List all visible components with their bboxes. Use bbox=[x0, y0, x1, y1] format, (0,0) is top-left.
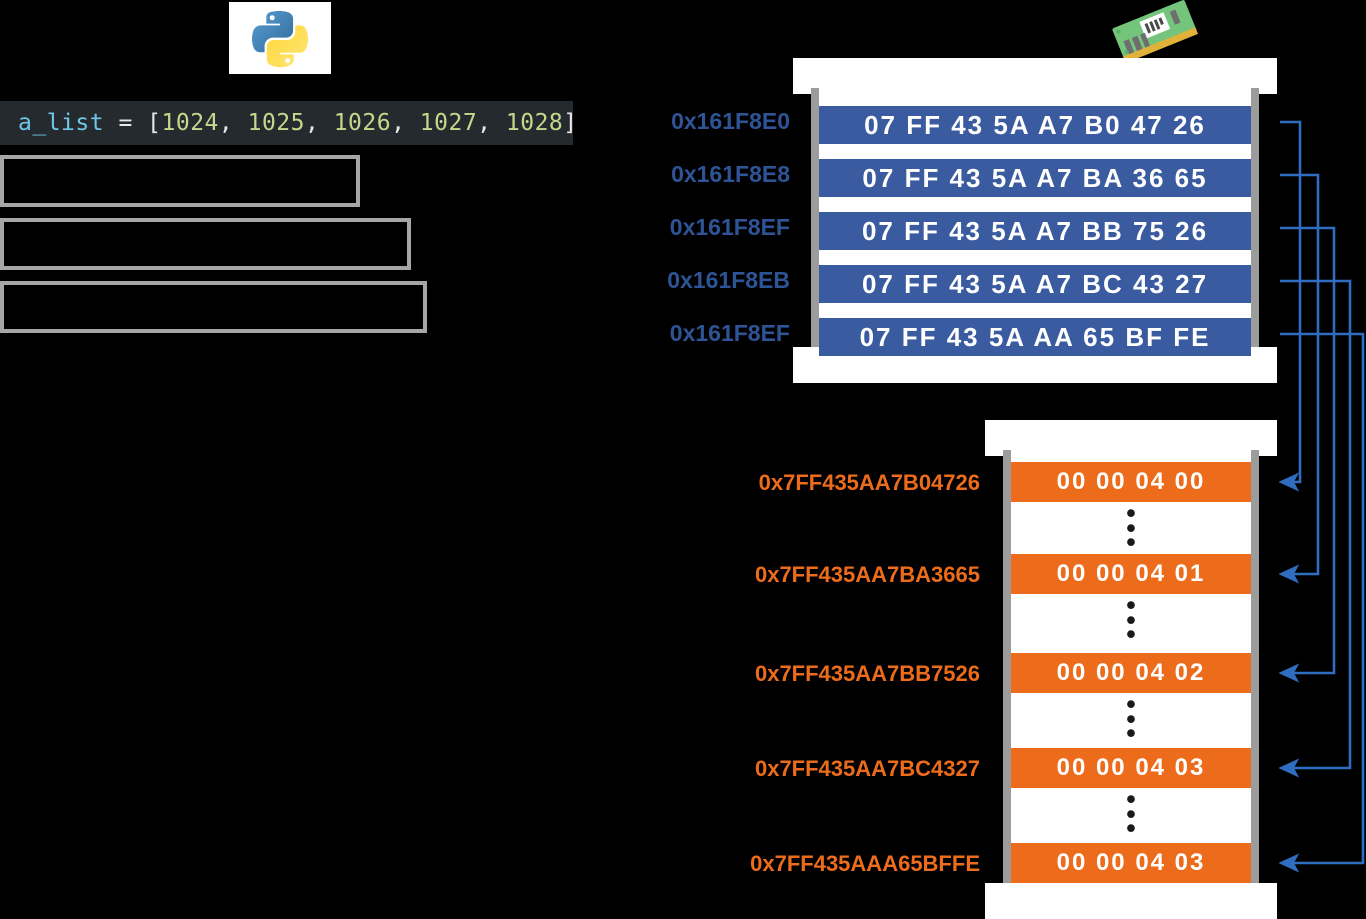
list-address-0: 0x161F8E0 bbox=[671, 108, 790, 134]
list-address-1: 0x161F8E8 bbox=[671, 161, 790, 187]
list-row-0: 07 FF 43 5A A7 B0 47 26 bbox=[819, 106, 1251, 144]
code-sep-0: , bbox=[218, 110, 248, 136]
int-gap-0: ••• bbox=[1011, 497, 1251, 558]
code-operator: = bbox=[104, 110, 148, 136]
code-open-bracket: [ bbox=[147, 110, 162, 136]
code-value-4: 1028 bbox=[505, 110, 564, 136]
placeholder-box-1 bbox=[0, 155, 360, 207]
vertical-ellipsis-icon: ••• bbox=[1126, 783, 1136, 844]
code-sep-2: , bbox=[391, 110, 420, 136]
code-sep-3: , bbox=[477, 110, 506, 136]
list-row-2: 07 FF 43 5A A7 BB 75 26 bbox=[819, 212, 1251, 250]
int-gap-3: ••• bbox=[1011, 783, 1251, 844]
code-value-1: 1025 bbox=[247, 110, 305, 136]
int-block-bottom-cap bbox=[985, 883, 1277, 919]
int-rail-left bbox=[1003, 450, 1011, 889]
vertical-ellipsis-icon: ••• bbox=[1126, 497, 1136, 558]
ram-chip-icon bbox=[1104, 0, 1211, 77]
placeholder-box-3 bbox=[0, 281, 427, 333]
int-row-3: 00 00 04 03 bbox=[1011, 748, 1251, 788]
int-address-0: 0x7FF435AA7B04726 bbox=[758, 470, 980, 495]
int-row-0: 00 00 04 00 bbox=[1011, 462, 1251, 502]
python-logo-icon bbox=[229, 2, 331, 74]
list-object-memory-block: 07 FF 43 5A A7 B0 47 26 07 FF 43 5A A7 B… bbox=[793, 58, 1277, 383]
int-block-top-cap bbox=[985, 420, 1277, 456]
code-close-bracket: ] bbox=[563, 110, 578, 136]
list-address-4: 0x161F8EF bbox=[669, 320, 790, 346]
code-sep-1: , bbox=[304, 110, 334, 136]
int-address-1: 0x7FF435AA7BA3665 bbox=[754, 562, 980, 587]
code-value-0: 1024 bbox=[161, 110, 219, 136]
int-gap-1: ••• bbox=[1011, 589, 1251, 650]
code-line: a_list = [1024, 1025, 1026, 1027, 1028] bbox=[0, 101, 577, 145]
list-row-1: 07 FF 43 5A A7 BA 36 65 bbox=[819, 159, 1251, 197]
memory-rail-right bbox=[1251, 88, 1259, 353]
int-rail-right bbox=[1251, 450, 1259, 889]
int-row-2: 00 00 04 02 bbox=[1011, 653, 1251, 693]
vertical-ellipsis-icon: ••• bbox=[1126, 688, 1136, 749]
int-row-4: 00 00 04 03 bbox=[1011, 843, 1251, 883]
code-value-2: 1026 bbox=[333, 110, 392, 136]
int-address-4: 0x7FF435AAA65BFFE bbox=[750, 851, 980, 876]
int-gap-2: ••• bbox=[1011, 688, 1251, 749]
int-objects-memory-block: 00 00 04 00 ••• 00 00 04 01 ••• 00 00 04… bbox=[985, 420, 1277, 919]
int-address-2: 0x7FF435AA7BB7526 bbox=[754, 661, 980, 686]
memory-rail-left bbox=[811, 88, 819, 353]
code-value-3: 1027 bbox=[419, 110, 478, 136]
code-variable: a_list bbox=[18, 110, 105, 136]
list-address-2: 0x161F8EF bbox=[669, 214, 790, 240]
list-row-4: 07 FF 43 5A AA 65 BF FE bbox=[819, 318, 1251, 356]
int-row-1: 00 00 04 01 bbox=[1011, 554, 1251, 594]
int-address-3: 0x7FF435AA7BC4327 bbox=[754, 756, 980, 781]
list-row-3: 07 FF 43 5A A7 BC 43 27 bbox=[819, 265, 1251, 303]
vertical-ellipsis-icon: ••• bbox=[1126, 589, 1136, 650]
placeholder-box-2 bbox=[0, 218, 411, 270]
memory-block-top-cap bbox=[793, 58, 1277, 94]
list-address-3: 0x161F8EB bbox=[667, 267, 790, 293]
